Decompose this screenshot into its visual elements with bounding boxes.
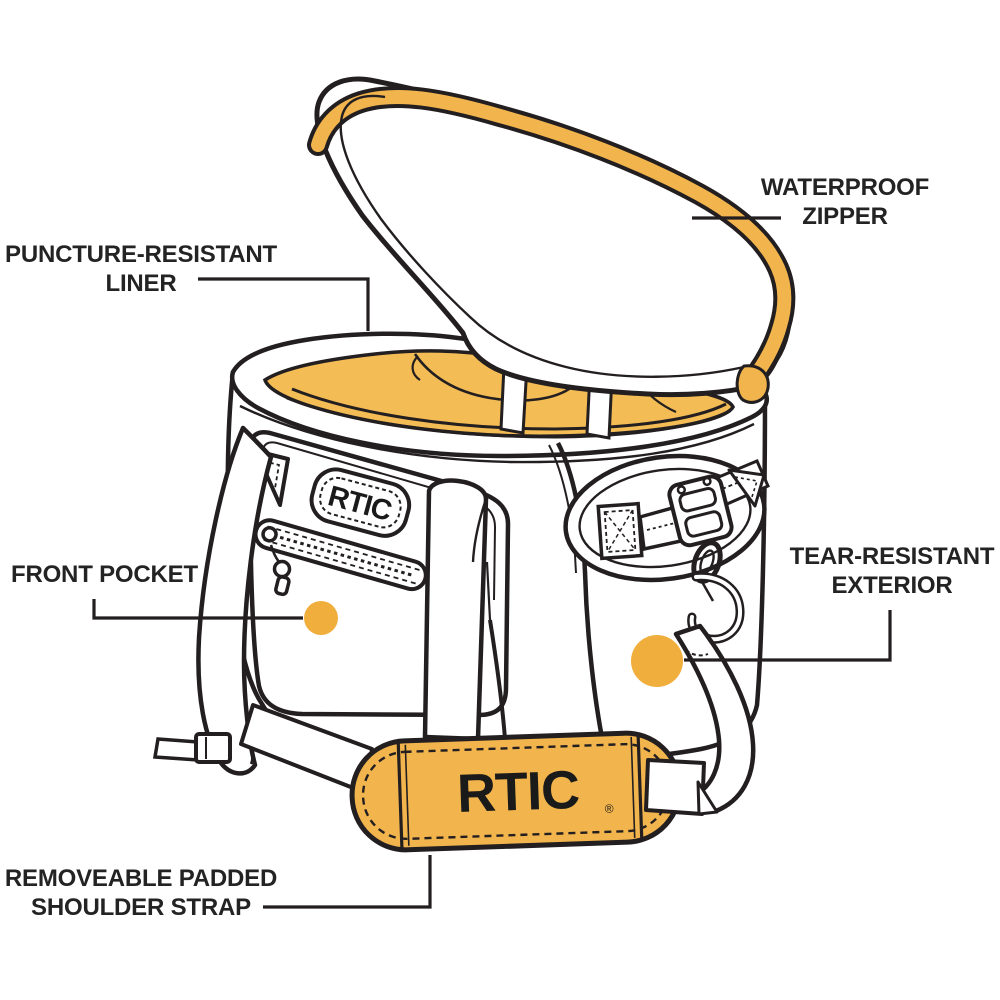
strap-passthrough-right	[644, 758, 706, 816]
interior-zipper-track	[286, 396, 731, 439]
front-pocket-panel	[248, 430, 511, 718]
callout-label-line: WATERPROOF	[760, 174, 930, 201]
callout-label-waterproof-zipper: WATERPROOF ZIPPER	[705, 173, 985, 231]
callout-label-line: TEAR-RESISTANT	[789, 543, 995, 570]
callout-label-line: SHOULDER STRAP	[31, 894, 251, 921]
interior-fold-small	[411, 355, 421, 381]
strap-slider-buckle	[194, 732, 232, 764]
interior-zipper-track-2	[291, 387, 727, 431]
callout-label-tear-resistant-exterior: TEAR-RESISTANT EXTERIOR	[786, 542, 998, 600]
shoulder-strap-left	[152, 425, 374, 795]
callout-label-puncture-resistant-liner: PUNCTURE-RESISTANT LINER	[0, 240, 282, 298]
body-logo-patch: RTIC	[309, 467, 412, 538]
rim-seam	[239, 404, 755, 464]
strap-tail	[152, 737, 200, 762]
strap-fold-point	[696, 780, 719, 816]
side-anchor-patch	[596, 501, 644, 561]
callout-label-removeable-padded-shoulder-strap: REMOVEABLE PADDED SHOULDER STRAP	[0, 864, 282, 922]
callout-label-line: REMOVEABLE PADDED	[4, 865, 278, 892]
callout-label-line: ZIPPER	[802, 203, 888, 230]
shoulder-pad-logo-mark: ®	[604, 802, 613, 816]
callout-label-line: PUNCTURE-RESISTANT	[5, 241, 277, 268]
face-seam-inner	[548, 444, 577, 574]
callout-label-front-pocket: FRONT POCKET	[11, 560, 231, 589]
shoulder-pad: RTIC ®	[349, 730, 683, 853]
front-handle-strap	[422, 478, 507, 742]
zipper-pull	[269, 544, 292, 597]
callout-line-tear-exterior	[684, 610, 892, 662]
callout-line-front-pocket	[92, 599, 303, 620]
side-triangle-patch	[727, 468, 766, 508]
callout-label-line: FRONT POCKET	[11, 561, 198, 588]
feature-dot-front-pocket	[304, 601, 338, 635]
callout-label-line: LINER	[105, 270, 177, 297]
face-seam	[556, 441, 606, 744]
callout-line-puncture-liner	[198, 277, 370, 331]
callout-label-line: EXTERIOR	[831, 572, 953, 599]
side-panel	[563, 453, 770, 644]
callout-line-shoulder-strap	[263, 855, 432, 909]
feature-dot-tear-resistant	[631, 635, 683, 687]
anchor-neck-stitch	[646, 522, 676, 531]
lid-inner-line	[339, 94, 745, 378]
lid-zipper-band	[311, 89, 792, 387]
shoulder-pad-logo-text: RTIC	[456, 760, 580, 824]
hinge-zipper-curl	[735, 364, 770, 404]
